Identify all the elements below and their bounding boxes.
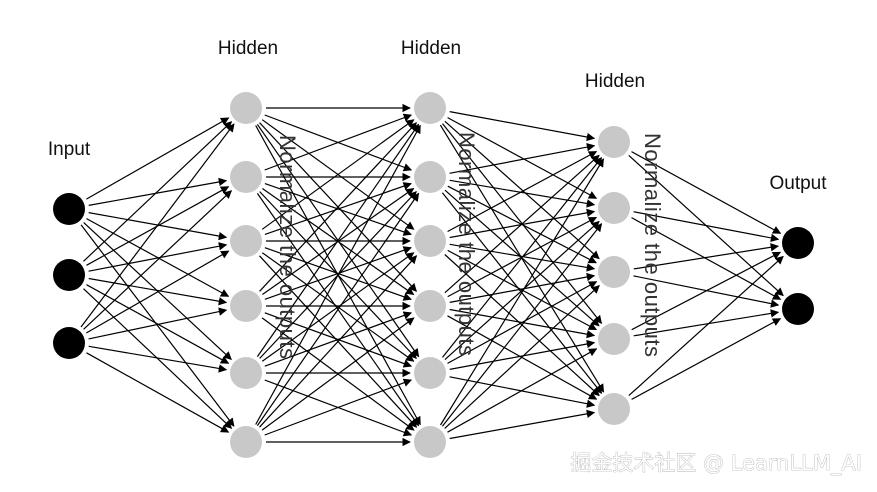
connection-arrow-l1-5-2 bbox=[259, 255, 418, 428]
hidden-node-2-1 bbox=[414, 161, 446, 193]
connection-arrow-l3-0-0 bbox=[631, 151, 782, 234]
layer-label-input: Input bbox=[48, 139, 91, 160]
input-node-0-1 bbox=[53, 259, 85, 291]
connections-group bbox=[80, 103, 784, 447]
connection-arrow-l2-5-2 bbox=[444, 285, 600, 429]
hidden-node-3-1 bbox=[598, 192, 630, 224]
connection-arrow-l0-0-0 bbox=[86, 117, 230, 200]
connection-arrow-l2-5-1 bbox=[441, 223, 603, 427]
connection-arrow-l3-2-0 bbox=[633, 243, 780, 270]
connection-arrow-l3-3-0 bbox=[631, 251, 782, 331]
layer-label-output: Output bbox=[769, 173, 827, 194]
layer-label-hidden-1: Hidden bbox=[218, 38, 278, 59]
connection-arrow-l1-2-0 bbox=[261, 119, 415, 230]
connection-arrow-l2-4-1 bbox=[444, 220, 600, 361]
connection-arrow-l0-1-2 bbox=[88, 242, 228, 272]
connection-arrow-l0-2-2 bbox=[86, 250, 230, 334]
connection-arrow-l1-5-0 bbox=[255, 124, 421, 425]
watermark-text: 掘金技术社区 @ LearnLLM_AI bbox=[570, 451, 862, 476]
hidden-node-1-5 bbox=[230, 426, 262, 458]
nodes-group bbox=[53, 92, 814, 458]
hidden-node-3-3 bbox=[598, 323, 630, 355]
connection-arrow-l1-5-4 bbox=[264, 378, 413, 436]
hidden-node-2-3 bbox=[414, 290, 446, 322]
normalize-label-2: Normalize the outputs bbox=[454, 132, 479, 357]
connection-arrow-l0-2-0 bbox=[80, 123, 235, 328]
connection-arrow-l2-5-3 bbox=[447, 348, 598, 433]
connection-arrow-l2-5-4 bbox=[449, 409, 596, 440]
connection-arrow-l2-5-0 bbox=[439, 158, 605, 426]
hidden-node-1-4 bbox=[230, 357, 262, 389]
connection-arrow-l0-2-1 bbox=[83, 190, 233, 330]
connection-arrow-l0-0-5 bbox=[80, 224, 235, 427]
layer-label-hidden-3: Hidden bbox=[585, 71, 645, 92]
normalize-label-3: Normalize the outputs bbox=[640, 133, 665, 358]
hidden-node-3-4 bbox=[598, 393, 630, 425]
hidden-node-1-1 bbox=[230, 161, 262, 193]
connection-arrow-l2-3-0 bbox=[444, 154, 600, 294]
connection-arrow-l2-4-0 bbox=[442, 156, 603, 358]
output-node-4-1 bbox=[782, 293, 814, 325]
layer-label-hidden-2: Hidden bbox=[401, 38, 461, 59]
connection-arrow-l1-4-3 bbox=[264, 311, 412, 367]
connection-arrow-l1-4-2 bbox=[261, 252, 415, 362]
connection-arrow-l3-4-1 bbox=[631, 318, 782, 400]
connection-arrow-l2-0-1 bbox=[447, 117, 598, 199]
hidden-node-1-3 bbox=[230, 290, 262, 322]
normalize-label-1: Normalize the outputs bbox=[275, 135, 300, 360]
connection-arrow-l1-3-0 bbox=[259, 122, 417, 292]
connection-arrow-l1-2-1 bbox=[264, 182, 412, 235]
connection-arrow-l3-4-0 bbox=[628, 255, 784, 397]
connection-arrow-l1-1-0 bbox=[264, 113, 413, 171]
connection-arrow-l1-4-0 bbox=[256, 123, 420, 357]
connection-arrow-l1-3-2 bbox=[264, 246, 412, 300]
connection-arrow-l0-1-3 bbox=[88, 277, 228, 306]
hidden-node-2-4 bbox=[414, 357, 446, 389]
connection-arrow-l0-2-5 bbox=[86, 352, 230, 433]
connection-arrow-l0-0-1 bbox=[88, 177, 228, 206]
connection-arrow-l3-1-0 bbox=[633, 211, 780, 243]
connection-arrow-l2-3-2 bbox=[449, 272, 596, 303]
connection-arrow-l0-2-4 bbox=[88, 345, 228, 373]
output-node-4-0 bbox=[782, 227, 814, 259]
hidden-node-3-2 bbox=[598, 256, 630, 288]
connection-arrow-l2-4-3 bbox=[449, 339, 596, 370]
hidden-node-1-0 bbox=[230, 92, 262, 124]
connection-arrow-l1-5-3 bbox=[261, 317, 415, 431]
input-node-0-2 bbox=[53, 327, 85, 359]
connection-arrow-l2-0-2 bbox=[444, 120, 600, 260]
connection-arrow-l1-5-1 bbox=[256, 192, 420, 426]
hidden-node-3-0 bbox=[598, 126, 630, 158]
hidden-node-2-5 bbox=[414, 426, 446, 458]
connection-arrow-l2-0-0 bbox=[449, 111, 596, 142]
connection-arrow-l2-1-0 bbox=[449, 142, 596, 174]
connection-arrow-l3-3-1 bbox=[633, 309, 780, 337]
connection-arrow-l0-2-3 bbox=[88, 307, 228, 340]
hidden-node-2-0 bbox=[414, 92, 446, 124]
connection-arrow-l2-2-0 bbox=[447, 150, 598, 233]
input-node-0-0 bbox=[53, 193, 85, 225]
connection-arrow-l0-1-0 bbox=[83, 121, 233, 262]
connection-arrow-l3-1-1 bbox=[631, 217, 782, 300]
hidden-node-1-2 bbox=[230, 225, 262, 257]
connection-arrow-l2-1-1 bbox=[449, 179, 596, 208]
connection-arrow-l2-4-2 bbox=[447, 281, 598, 364]
hidden-node-2-2 bbox=[414, 225, 446, 257]
